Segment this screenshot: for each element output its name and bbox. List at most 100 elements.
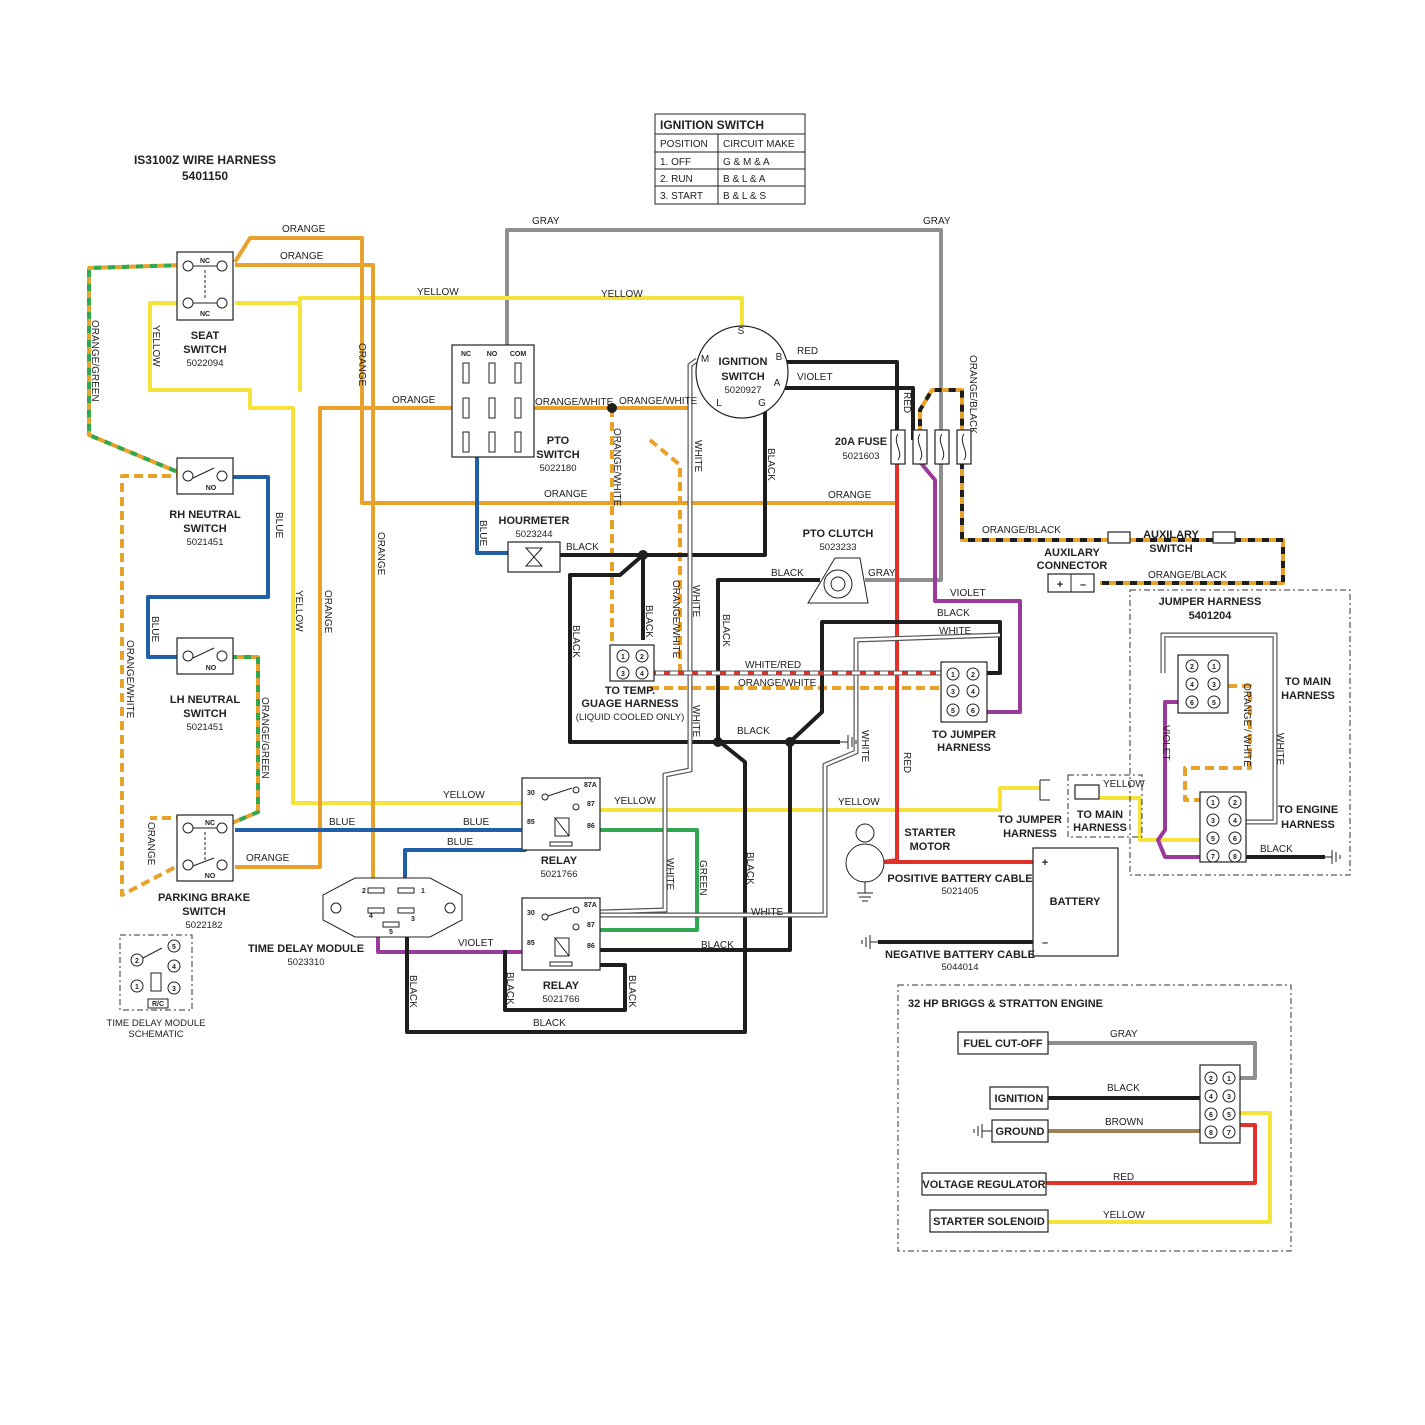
diagram-label: NO: [206, 665, 217, 672]
diagram-label: 4: [1233, 818, 1237, 825]
diagram-label: 5021603: [843, 451, 880, 462]
seat-switch: NC NC SEAT SWITCH 5022094: [176, 251, 234, 369]
diagram-label: 5023310: [288, 957, 325, 968]
diagram-label: RH NEUTRAL: [169, 509, 241, 521]
diagram-label: BLACK: [720, 614, 731, 647]
diagram-shape: [1074, 784, 1100, 800]
diagram-shape: [1185, 677, 1199, 691]
diagram-shape: [921, 1172, 1047, 1196]
diagram-label: 86: [587, 823, 595, 830]
diagram-shape: [541, 913, 549, 921]
diagram-label: POSITIVE BATTERY CABLE: [887, 873, 1032, 885]
wire: [1048, 1111, 1272, 1224]
wire: [918, 460, 1022, 714]
diagram-label: VOLTAGE REGULATOR: [922, 1179, 1045, 1191]
diagram-shape: [1206, 813, 1220, 827]
diagram-shape: [182, 260, 194, 272]
diagram-label: RED: [1113, 1172, 1134, 1183]
diagram-label: TIME DELAY MODULE: [248, 943, 364, 955]
diagram-label: BLACK: [771, 568, 804, 579]
diagram-label: ORANGE/WHITE: [738, 678, 817, 689]
diagram-label: NO: [487, 351, 498, 358]
diagram-label: NC: [205, 820, 215, 827]
diagram-shape: [216, 650, 228, 662]
diagram-label: ORANGE/GREEN: [89, 320, 100, 402]
diagram-label: M: [701, 354, 709, 365]
diagram-label: YELLOW: [150, 325, 161, 367]
diagram-label: 6: [971, 708, 975, 715]
diagram-shape: [322, 877, 463, 938]
diagram-shape: [1207, 659, 1221, 673]
diagram-shape: [397, 887, 415, 894]
diagram-shape: [549, 841, 573, 847]
diagram-shape: [524, 547, 544, 567]
diagram-label: 87A: [584, 782, 597, 789]
diagram-label: 3: [621, 671, 625, 678]
diagram-label: GRAY: [923, 216, 951, 227]
diagram-label: ORANGE: [246, 853, 290, 864]
diagram-label: BLUE: [463, 817, 489, 828]
diagram-label: HARNESS: [1281, 819, 1335, 831]
auxiliary-connector: + – AUXILARY CONNECTOR: [1037, 547, 1107, 593]
diagram-label: VIOLET: [797, 372, 833, 383]
diagram-label: GRAY: [532, 216, 560, 227]
diagram-label: 1: [421, 888, 425, 895]
diagram-shape: [713, 737, 723, 747]
diagram-label: 2: [1233, 800, 1237, 807]
diagram-shape: [861, 935, 878, 949]
diagram-label: SWITCH: [182, 906, 225, 918]
diagram-label: 2: [971, 672, 975, 679]
diagram-label: 87A: [584, 902, 597, 909]
diagram-label: GRAY: [868, 568, 896, 579]
harness-part-number: 5401150: [182, 169, 228, 183]
wire: [610, 408, 631, 657]
diagram-label: RED: [797, 346, 818, 357]
diagram-shape: [897, 984, 1292, 1252]
diagram-shape: [541, 793, 549, 801]
diagram-shape: [1222, 1089, 1236, 1103]
diagram-label: ORANGE/WHITE: [619, 396, 698, 407]
wire: [716, 578, 820, 742]
wire: [780, 386, 915, 440]
diagram-label: –: [1042, 937, 1048, 949]
engine-section: 32 HP BRIGGS & STRATTON ENGINE FUEL CUT-…: [897, 984, 1292, 1252]
wire: [405, 740, 747, 1034]
diagram-label: 2: [362, 888, 366, 895]
diagram-label: IGNITION: [995, 1093, 1044, 1105]
diagram-shape: [192, 647, 215, 659]
diagram-label: SWITCH: [183, 344, 226, 356]
diagram-label: TIME DELAY MODULE: [107, 1018, 206, 1029]
wire: [1156, 700, 1202, 859]
diagram-label: +: [1057, 579, 1063, 591]
diagram-label: ORANGE: [392, 395, 436, 406]
diagram-label: RELAY: [543, 980, 580, 992]
table-cell: 2. RUN: [660, 174, 693, 185]
diagram-label: AUXILARY: [1044, 547, 1100, 559]
diagram-shape: [1204, 1089, 1218, 1103]
diagram-shape: [216, 859, 228, 871]
diagram-label: 7: [1227, 1130, 1231, 1137]
junctions: [607, 403, 795, 747]
diagram-label: HARNESS: [1281, 690, 1335, 702]
diagram-shape: [216, 470, 228, 482]
diagram-label: 2: [135, 958, 139, 965]
diagram-label: WHITE: [939, 626, 972, 637]
diagram-shape: [462, 431, 470, 453]
diagram-label: NO: [205, 873, 216, 880]
auxiliary-switch: AUXILARY SWITCH: [1107, 529, 1236, 555]
diagram-shape: [946, 667, 960, 681]
wire: [1048, 1041, 1257, 1080]
diagram-shape: [182, 822, 194, 834]
diagram-label: (LIQUID COOLED ONLY): [576, 712, 685, 723]
wire: [1161, 633, 1277, 824]
starter-motor: STARTER MOTOR: [845, 823, 956, 902]
diagram-shape: [167, 959, 181, 973]
diagram-label: SWITCH: [183, 523, 226, 535]
diagram-shape: [554, 817, 570, 837]
diagram-label: 87: [587, 922, 595, 929]
diagram-label: BLACK: [533, 1018, 566, 1029]
diagram-shape: [444, 902, 456, 914]
table-header-position: POSITION: [660, 139, 708, 150]
diagram-label: TO TEMP.: [605, 685, 655, 697]
